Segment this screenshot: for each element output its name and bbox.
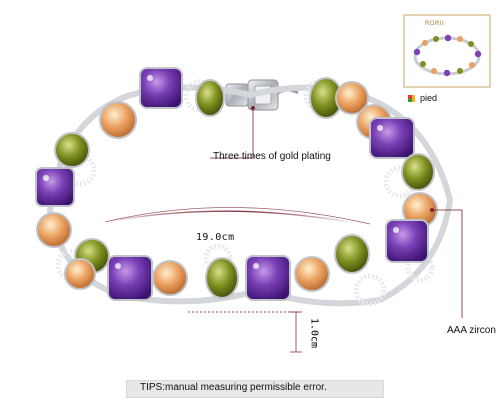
peridot-gem <box>401 153 435 191</box>
amethyst-gem <box>139 67 183 109</box>
amethyst-gem <box>245 255 291 301</box>
thumbnail-brand-text: RORII <box>425 21 445 27</box>
peridot-gem <box>205 257 239 299</box>
champagne-gem <box>294 256 330 292</box>
zircon-label: AAA zircon <box>447 325 496 336</box>
peridot-gem <box>334 234 370 274</box>
amethyst-gem <box>369 117 415 159</box>
zircon-callout <box>430 208 463 318</box>
peridot-gem <box>54 132 90 168</box>
thumbnail-preview <box>403 14 491 88</box>
length-measurement-label: 19.0cm <box>196 232 235 243</box>
length-arc <box>69 210 411 236</box>
champagne-gem <box>64 258 96 290</box>
width-measurement-label: 1.0cm <box>308 317 320 349</box>
tips-text: TIPS:manual measuring permissible error. <box>140 382 327 393</box>
champagne-gem <box>99 101 137 139</box>
peridot-gem <box>195 79 225 117</box>
tips-banner <box>126 380 384 398</box>
gemstones <box>35 67 438 301</box>
plating-label: Three times of gold plating <box>213 151 331 162</box>
amethyst-gem <box>35 167 75 207</box>
color-swatch-icon[interactable] <box>408 95 415 102</box>
width-measure <box>188 311 302 353</box>
champagne-gem <box>152 260 188 296</box>
amethyst-gem <box>385 219 429 263</box>
champagne-gem <box>36 212 72 248</box>
color-option-label[interactable]: pied <box>420 93 438 103</box>
amethyst-gem <box>107 255 153 301</box>
champagne-gem <box>335 81 369 115</box>
plating-callout <box>210 106 255 159</box>
